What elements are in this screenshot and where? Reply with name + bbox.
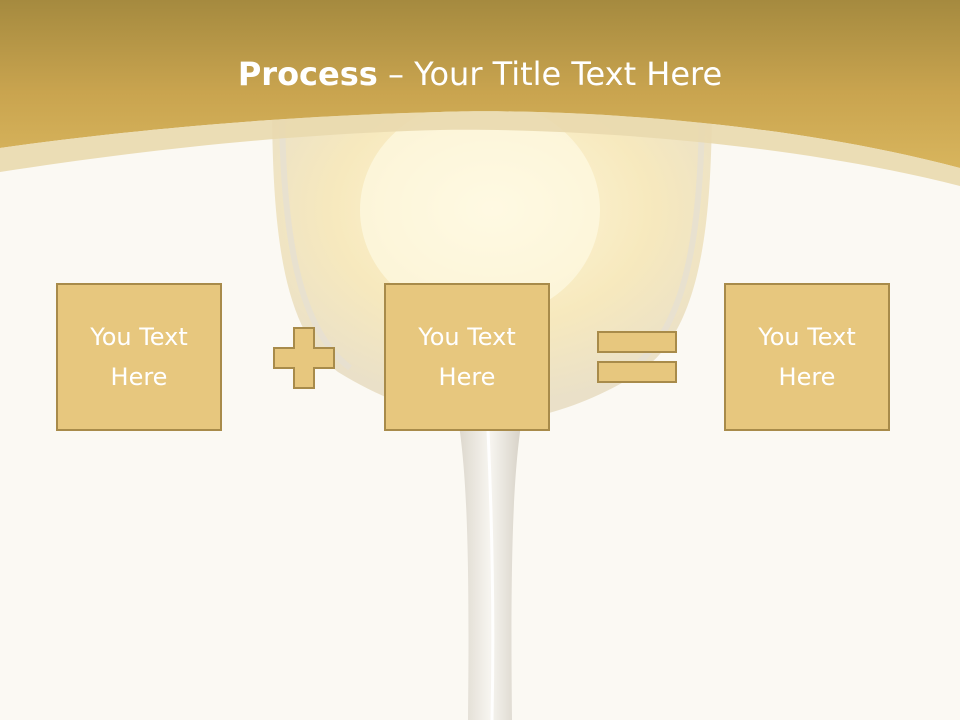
process-box-3[interactable]: You Text Here [724,283,890,431]
plus-icon [273,327,335,389]
process-box-2-label: You Text Here [418,323,516,391]
process-box-2[interactable]: You Text Here [384,283,550,431]
process-box-1[interactable]: You Text Here [56,283,222,431]
process-box-1-label: You Text Here [90,323,188,391]
equals-icon [597,331,677,383]
slide-title: Process – Your Title Text Here [0,52,960,96]
title-rest: – Your Title Text Here [377,55,723,93]
process-box-3-label: You Text Here [758,323,856,391]
title-bold: Process [237,55,378,93]
